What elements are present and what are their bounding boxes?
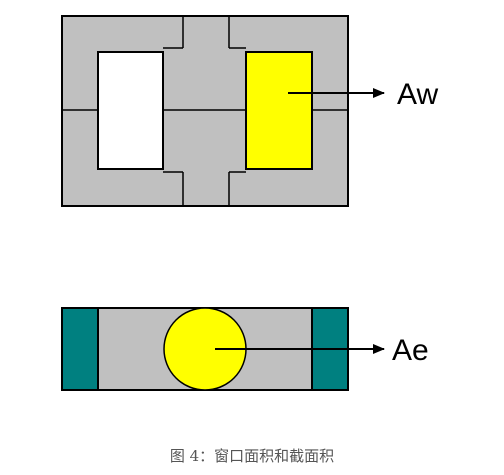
- figure-caption: 图 4：窗口面积和截面积: [170, 447, 334, 465]
- core-top-view: [61, 15, 349, 207]
- window-right-highlight: [245, 51, 313, 170]
- core-seams: [62, 16, 348, 206]
- cross-section-label: Ae: [392, 334, 429, 367]
- core-side-view: [61, 307, 349, 391]
- winding-left: [61, 307, 99, 391]
- window-area-label: Aw: [397, 78, 438, 111]
- window-left: [97, 51, 164, 170]
